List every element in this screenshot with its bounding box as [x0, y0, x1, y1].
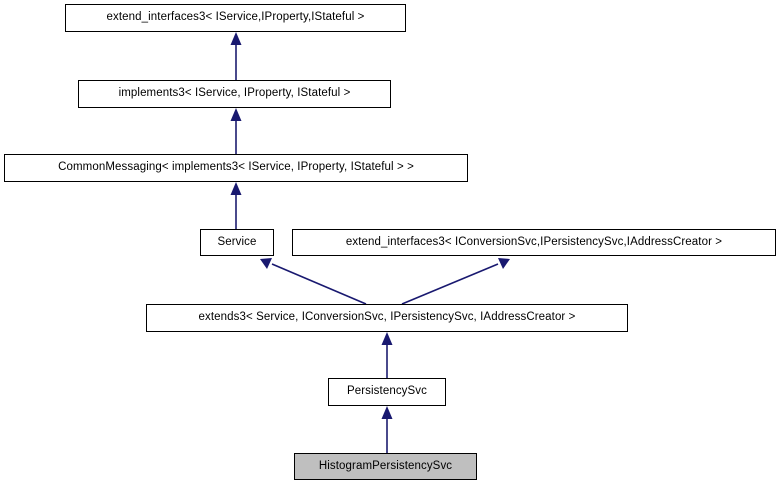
- edge-histogram-persistency-svc-to-persistency-svc: [381, 406, 393, 453]
- node-label: implements3< IService, IProperty, IState…: [118, 87, 351, 100]
- node-label: HistogramPersistencySvc: [318, 459, 453, 472]
- node-label: Service: [217, 235, 257, 248]
- node-label: extend_interfaces3< IService,IProperty,I…: [106, 11, 365, 24]
- node-label: CommonMessaging< implements3< IService, …: [58, 161, 414, 174]
- node-label: extends3< Service, IConversionSvc, IPers…: [198, 311, 576, 324]
- edge-service-to-common-messaging: [230, 182, 242, 229]
- node-implements3[interactable]: implements3< IService, IProperty, IState…: [78, 80, 391, 108]
- edge-extends3-to-service: [260, 258, 367, 305]
- edge-common-messaging-to-implements3: [230, 108, 242, 154]
- edge-extends3-to-extend-interfaces3-conversion: [401, 258, 510, 305]
- node-extend-interfaces3-service[interactable]: extend_interfaces3< IService,IProperty,I…: [65, 4, 406, 32]
- node-persistency-svc[interactable]: PersistencySvc: [328, 378, 446, 406]
- edge-persistency-svc-to-extends3: [381, 332, 393, 378]
- node-label: PersistencySvc: [346, 385, 427, 398]
- edge-implements3-to-extend-interfaces3-service: [230, 32, 242, 80]
- node-extends3[interactable]: extends3< Service, IConversionSvc, IPers…: [146, 304, 628, 332]
- node-service[interactable]: Service: [200, 229, 274, 256]
- node-common-messaging[interactable]: CommonMessaging< implements3< IService, …: [4, 154, 468, 182]
- node-label: extend_interfaces3< IConversionSvc,IPers…: [345, 235, 723, 248]
- node-extend-interfaces3-conversion[interactable]: extend_interfaces3< IConversionSvc,IPers…: [292, 229, 776, 256]
- node-histogram-persistency-svc[interactable]: HistogramPersistencySvc: [294, 453, 477, 480]
